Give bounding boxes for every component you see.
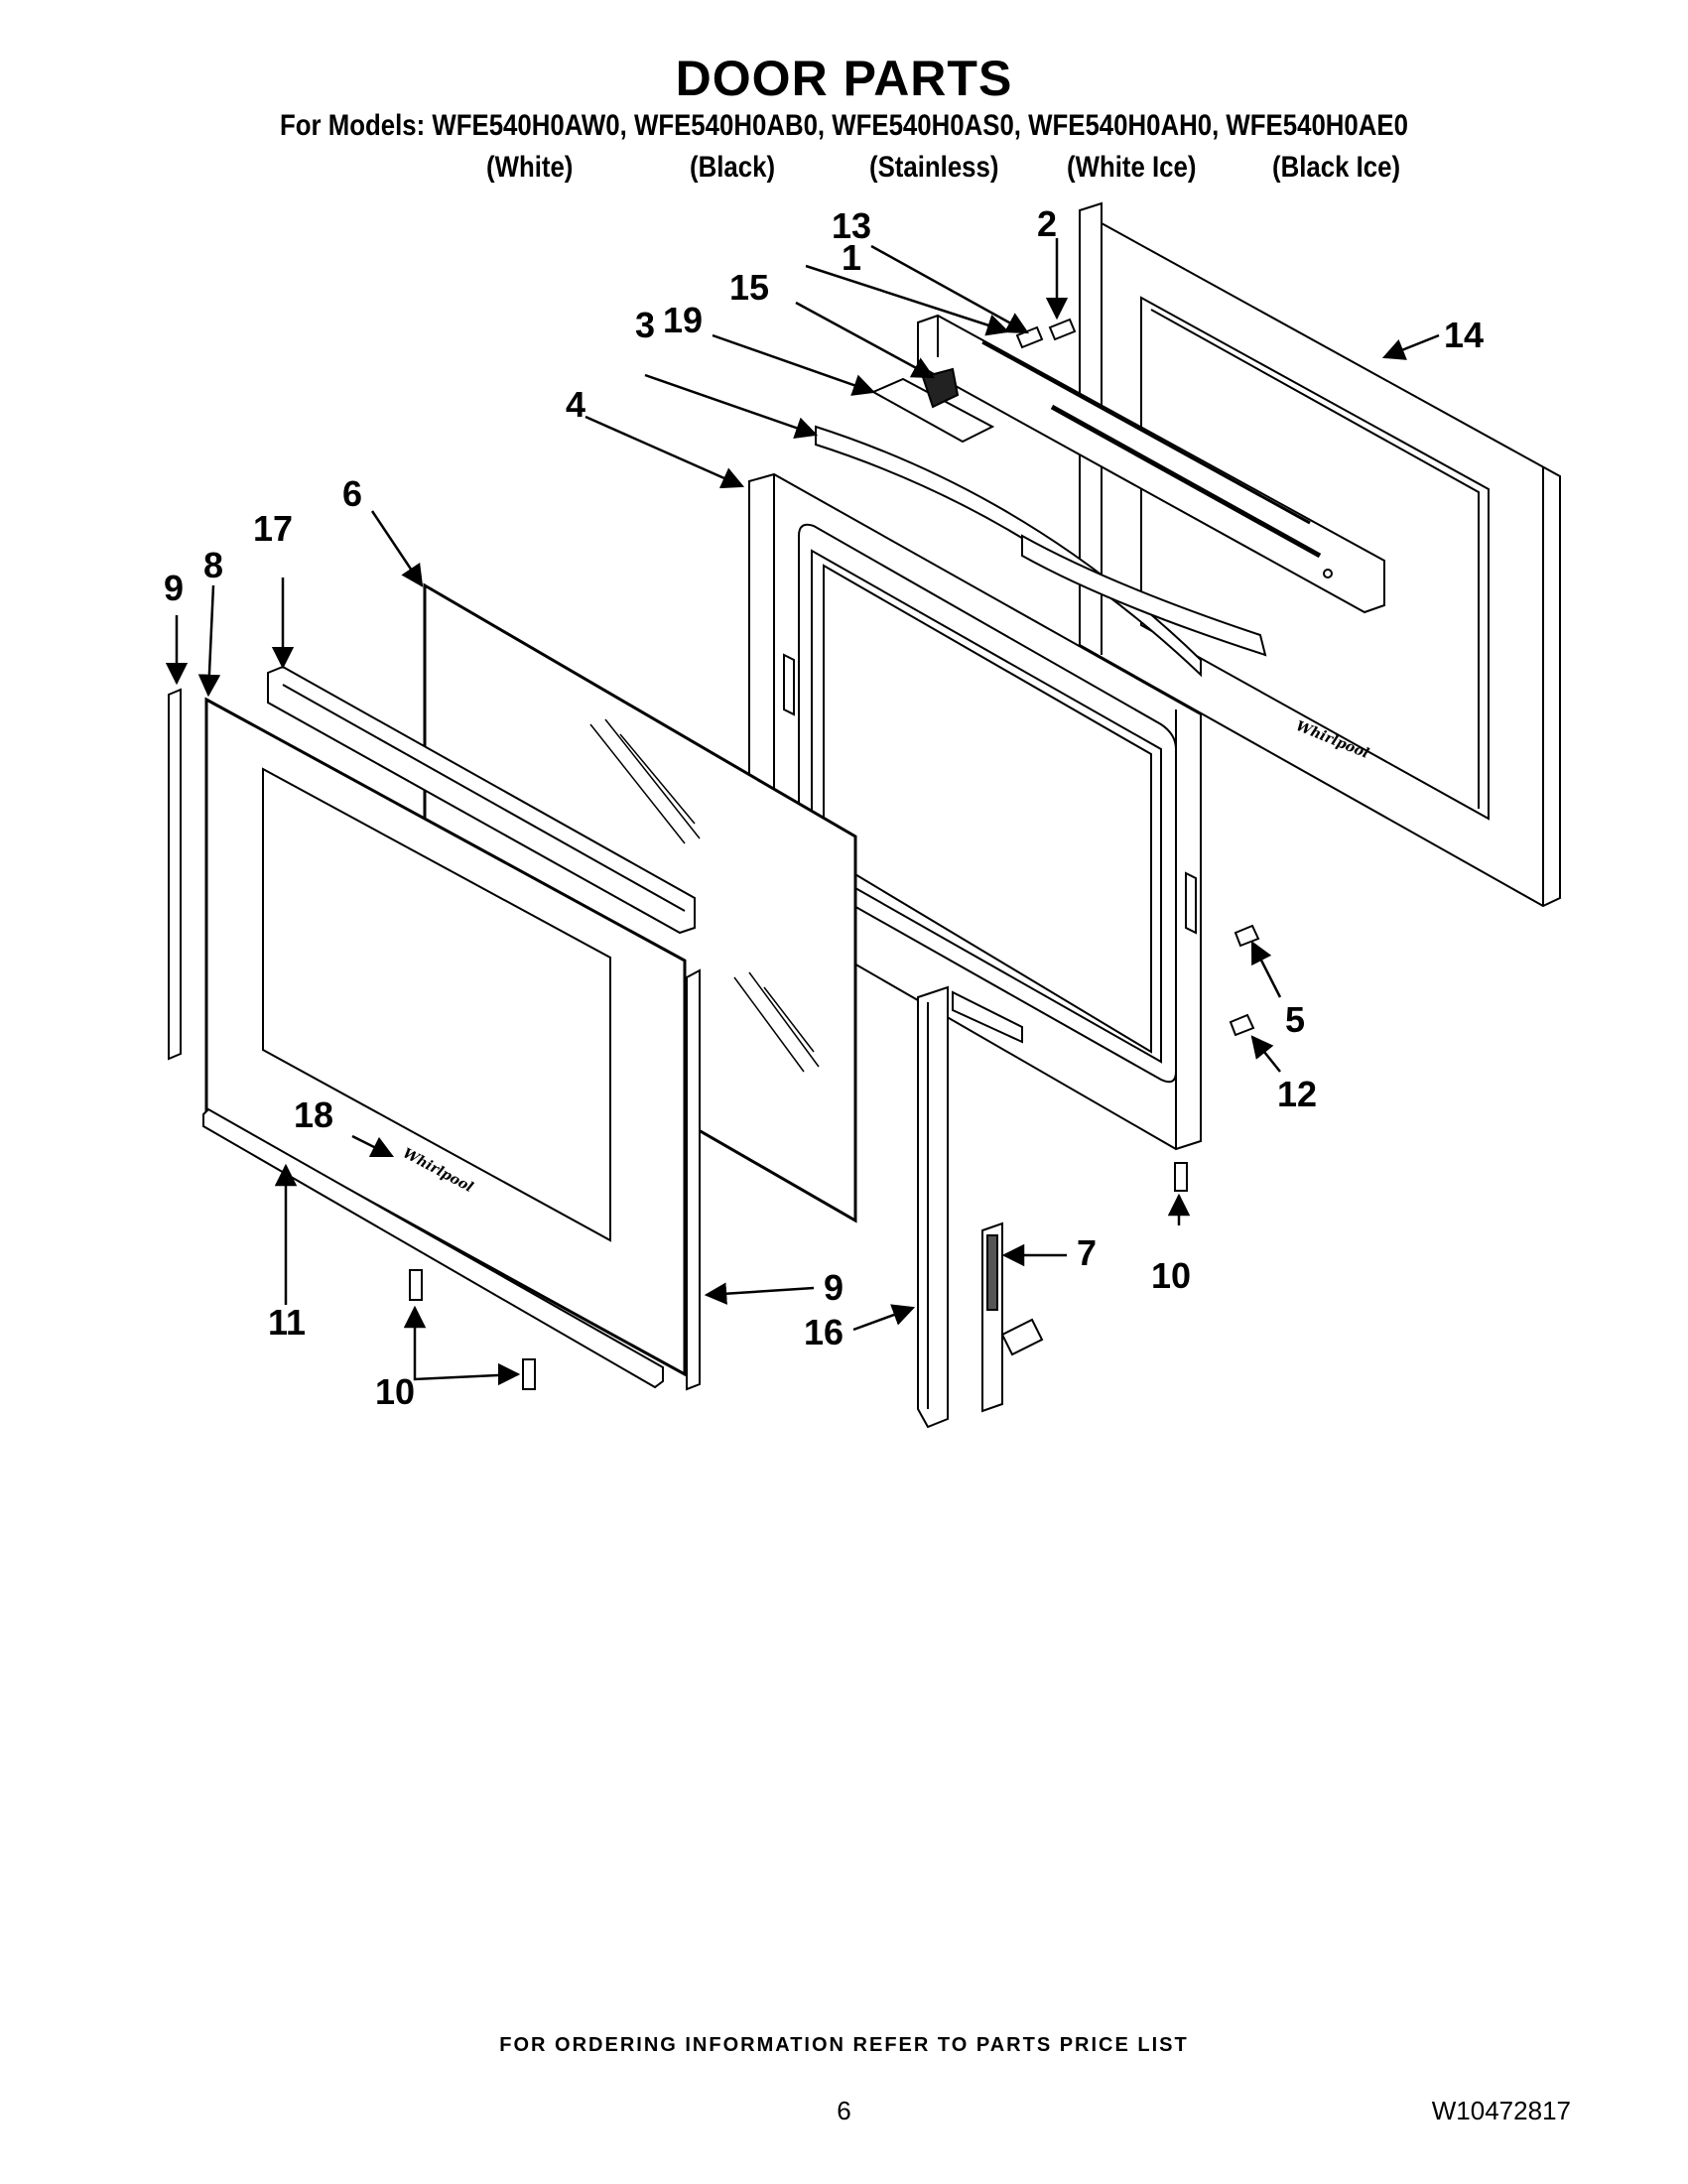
callout-4: 4 [566,384,585,425]
callout-5: 5 [1285,999,1305,1040]
callout-2: 2 [1037,203,1057,244]
door-handle [815,425,1267,678]
leader-lines [165,238,1440,1386]
callout-6: 6 [342,473,362,514]
variant-label-black-ice: (Black Ice) [1272,151,1401,184]
callout-15: 15 [729,267,769,308]
door-top-channel [917,314,1385,614]
variant-label-white-ice: (White Ice) [1067,151,1197,184]
left-side-trim [168,688,182,1061]
callout-9-left: 9 [164,568,184,608]
callout-8: 8 [203,545,223,585]
callout-1: 1 [842,237,861,278]
callout-labels: 1 2 3 4 5 6 7 8 9 9 10 10 11 12 13 14 15… [164,203,1484,1412]
page-number: 6 [837,2096,851,2125]
handle-bracket [870,367,995,444]
callout-14: 14 [1444,315,1484,355]
page-title: DOOR PARTS [675,51,1013,106]
ordering-info-footer: FOR ORDERING INFORMATION REFER TO PARTS … [499,2034,1189,2056]
callout-3: 3 [635,305,655,345]
callout-11: 11 [268,1302,306,1343]
callout-10-right: 10 [1151,1255,1191,1296]
variant-label-black: (Black) [690,151,776,184]
callout-9-right: 9 [824,1267,844,1308]
right-side-trim [686,968,701,1391]
callout-13: 13 [832,205,871,246]
bottom-trim [202,1107,664,1389]
variant-label-white: (White) [486,151,574,184]
callout-19: 19 [663,300,703,340]
document-number: W10472817 [1431,2096,1571,2125]
callout-17: 17 [253,508,293,549]
models-line: For Models: WFE540H0AW0, WFE540H0AB0, WF… [280,109,1408,142]
callout-18: 18 [294,1094,333,1135]
door-hinge [981,1221,1044,1413]
callout-12: 12 [1277,1074,1317,1114]
variant-label-stainless: (Stainless) [869,151,999,184]
outer-glass-door: Whirlpool [204,697,687,1377]
callout-16: 16 [804,1312,844,1352]
callout-7: 7 [1077,1232,1097,1273]
callout-10-bottom: 10 [375,1371,415,1412]
hinge-receptacle [917,985,1023,1429]
